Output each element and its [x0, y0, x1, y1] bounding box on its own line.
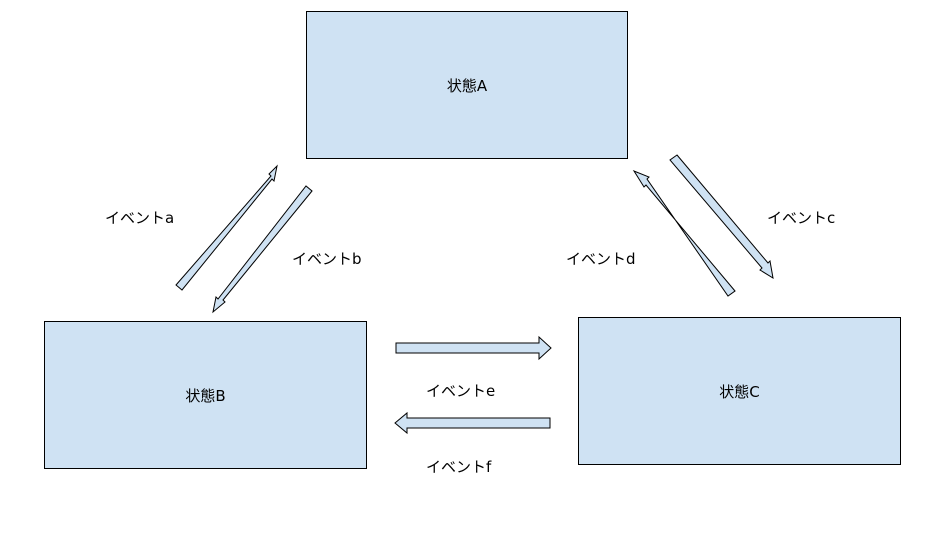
- state-b-label: 状態B: [185, 386, 226, 405]
- event-f-label: イベントf: [426, 458, 492, 476]
- state-a-box[interactable]: 状態A: [306, 11, 628, 159]
- event-b-label: イベントb: [292, 250, 362, 268]
- state-b-box[interactable]: 状態B: [44, 321, 367, 469]
- arrow-a-to-b[interactable]: [212, 185, 313, 314]
- arrow-b-to-c[interactable]: [395, 335, 552, 361]
- arrow-c-to-a[interactable]: [632, 169, 736, 297]
- event-e-label: イベントe: [426, 382, 496, 400]
- arrow-c-to-b[interactable]: [394, 411, 551, 435]
- event-c-label: イベントc: [767, 209, 836, 227]
- event-a-label: イベントa: [105, 209, 175, 227]
- state-c-box[interactable]: 状態C: [578, 317, 901, 465]
- event-d-label: イベントd: [566, 250, 636, 268]
- arrow-b-to-a[interactable]: [175, 164, 278, 291]
- arrow-a-to-c[interactable]: [669, 154, 774, 280]
- state-a-label: 状態A: [446, 76, 488, 95]
- state-c-label: 状態C: [719, 382, 760, 401]
